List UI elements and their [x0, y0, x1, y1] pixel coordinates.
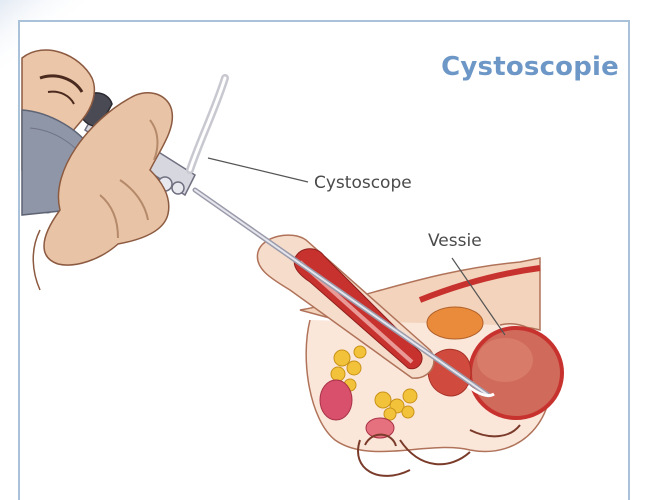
prostate-shape	[427, 307, 483, 339]
doctor-figure	[22, 50, 172, 290]
label-cystoscope: Cystoscope	[314, 173, 412, 193]
diagram-title: Cystoscopie	[441, 52, 619, 82]
label-vessie: Vessie	[428, 231, 482, 251]
cystoscope-leader-line	[208, 158, 308, 182]
